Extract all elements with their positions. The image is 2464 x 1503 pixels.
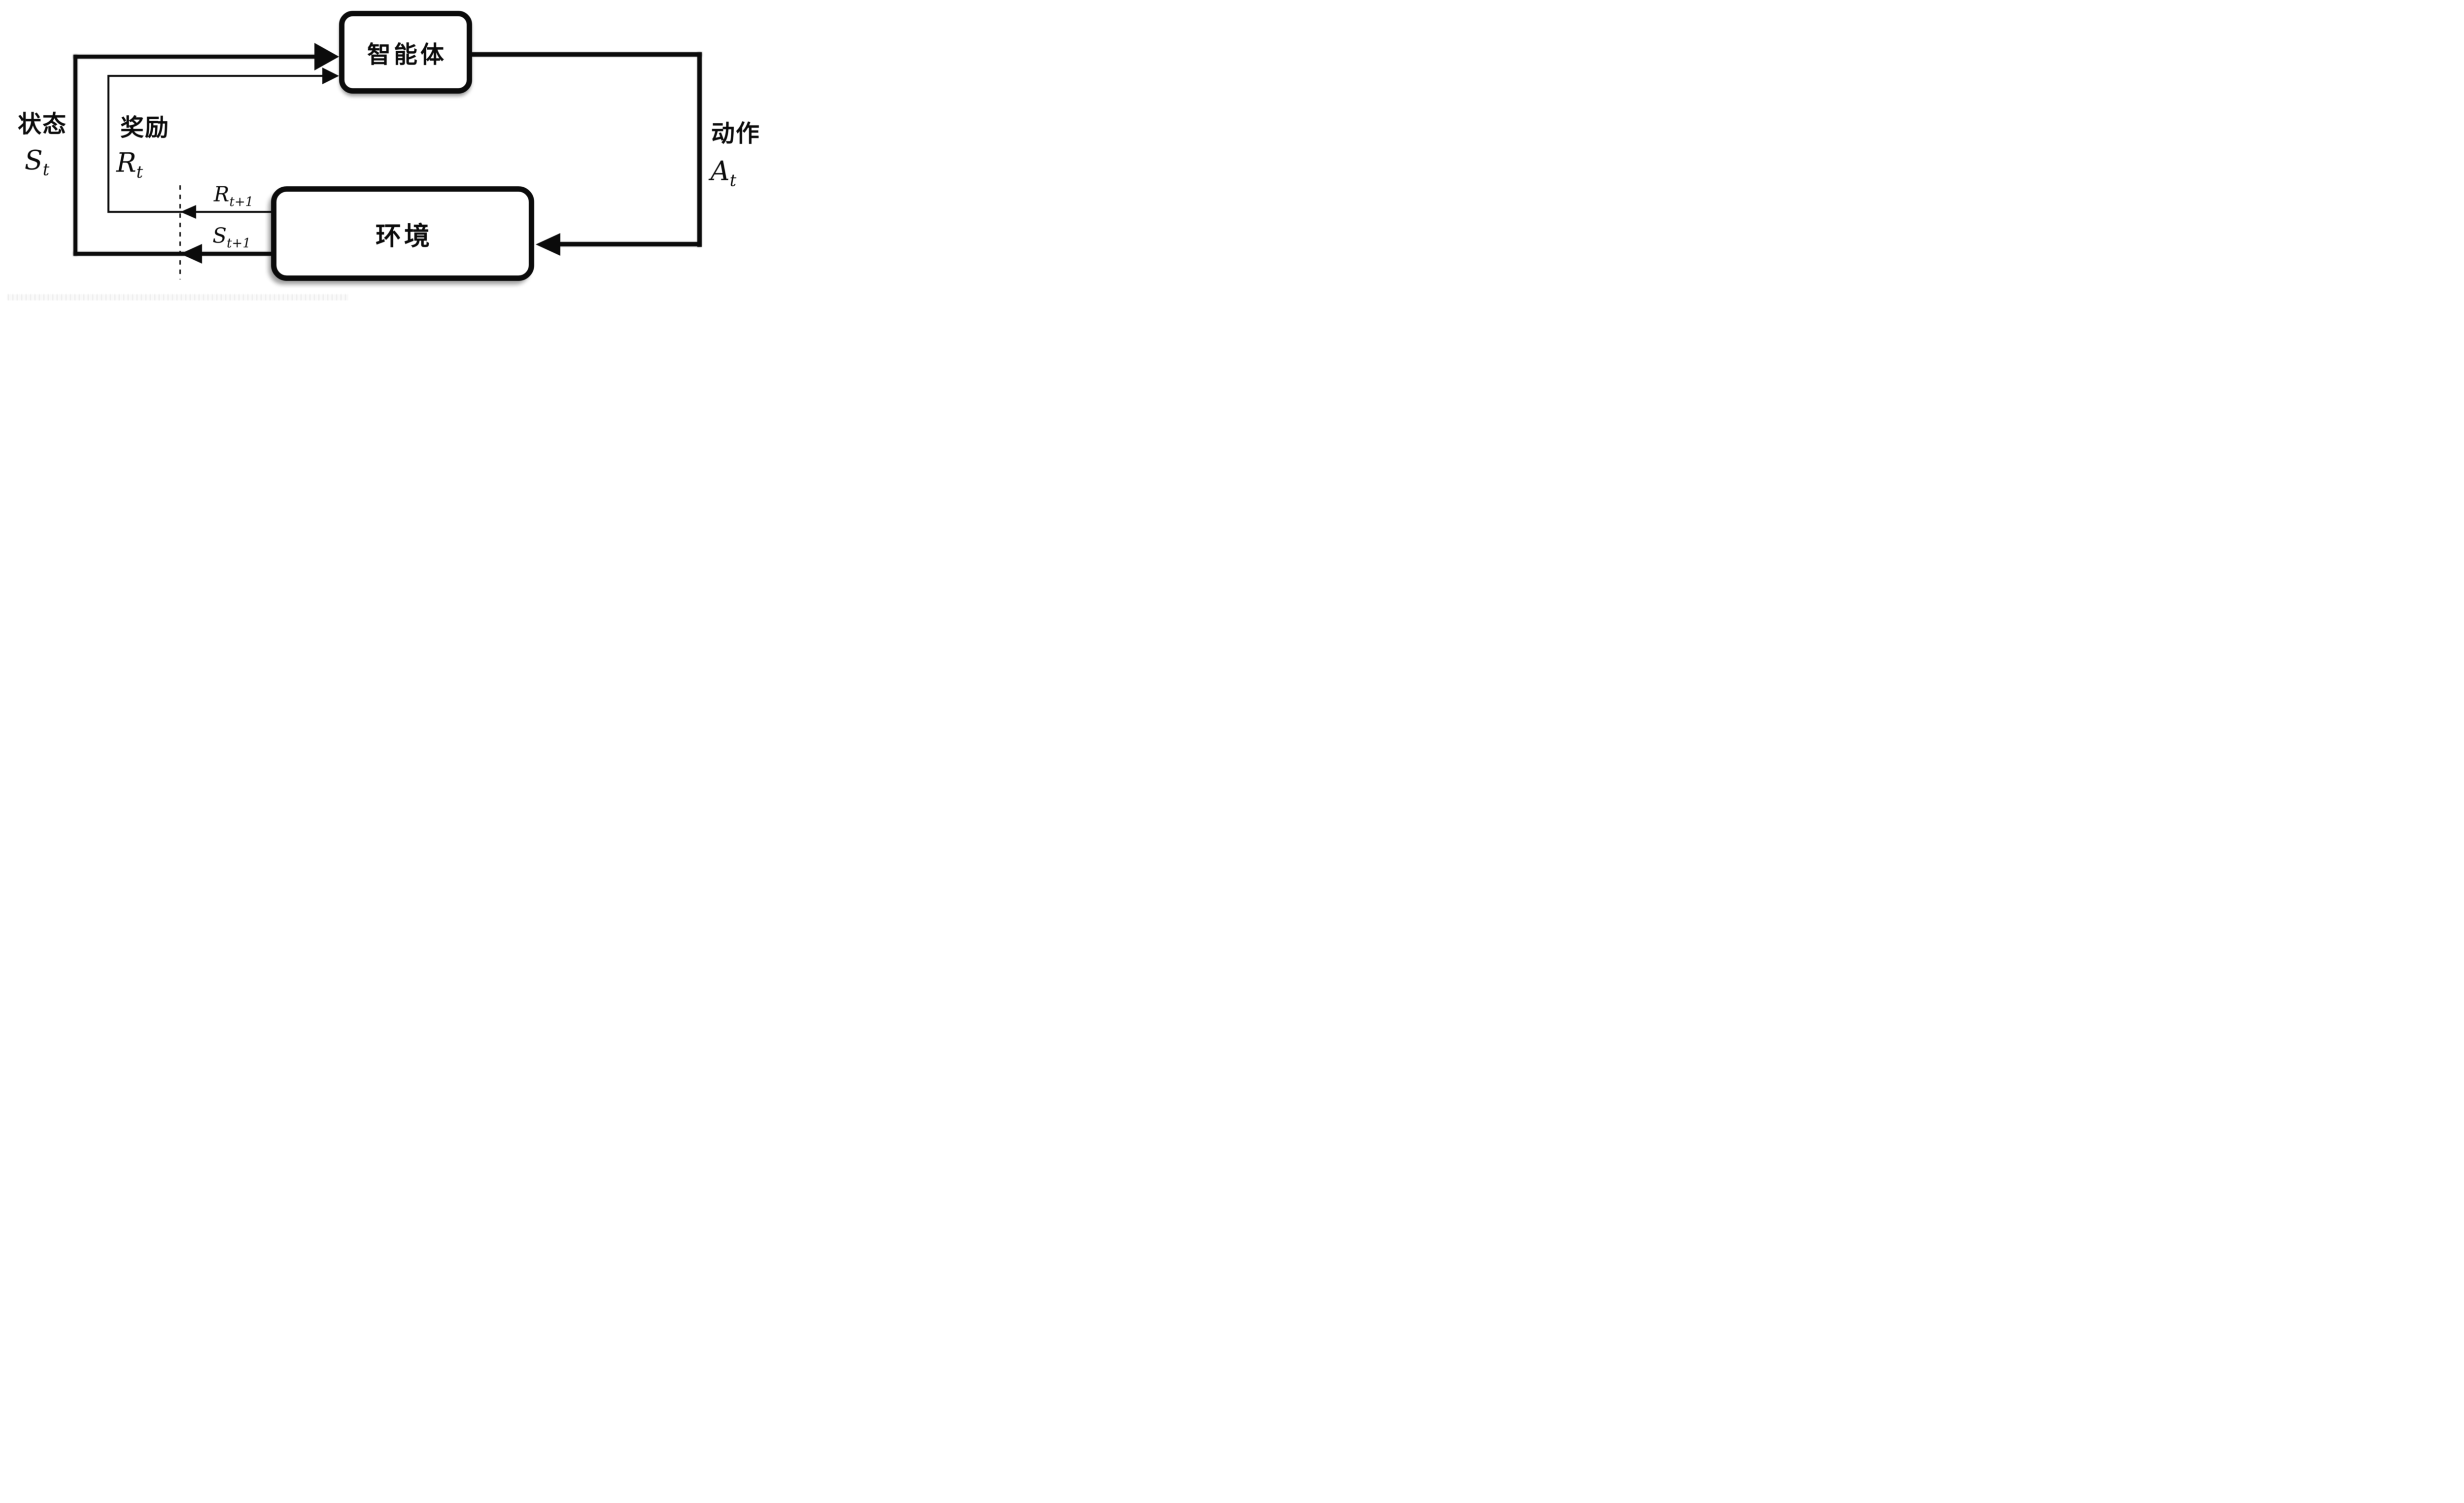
cropped-caption-remnant (8, 294, 348, 301)
state-loop-top-line (73, 55, 317, 59)
time-step-divider-dashed-line (179, 185, 181, 279)
state-label-cn: 状态 (17, 110, 68, 138)
action-loop-vertical-line (697, 52, 702, 247)
reward-label-cn: 奖励 (120, 114, 170, 141)
reward-loop-vertical-line (107, 75, 109, 213)
reward-into-agent-arrowhead-icon (322, 68, 339, 84)
state-loop-vertical-line (73, 55, 77, 256)
next-state-symbol: St+1 (212, 223, 251, 251)
next-reward-arrowhead-icon (180, 205, 196, 219)
rl-loop-diagram: 智能体 环境 状态 奖励 动作 St Rt At Rt+1 St+1 (0, 0, 788, 301)
next-state-line (73, 252, 271, 256)
action-label-cn: 动作 (711, 120, 761, 147)
action-into-environment-arrowhead-icon (536, 233, 560, 256)
environment-node-label: 环境 (375, 221, 433, 251)
agent-node-label: 智能体 (367, 41, 447, 68)
reward-loop-top-line (107, 75, 324, 77)
next-reward-symbol: Rt+1 (213, 182, 254, 209)
next-state-arrowhead-icon (180, 244, 202, 264)
state-symbol: St (24, 144, 50, 179)
action-symbol: At (710, 155, 737, 190)
action-loop-top-line (472, 52, 702, 57)
environment-node: 环境 (271, 186, 534, 281)
agent-node: 智能体 (339, 11, 472, 94)
state-into-agent-arrowhead-icon (314, 43, 339, 70)
reward-symbol: Rt (116, 147, 143, 182)
action-loop-bottom-line (559, 242, 699, 246)
